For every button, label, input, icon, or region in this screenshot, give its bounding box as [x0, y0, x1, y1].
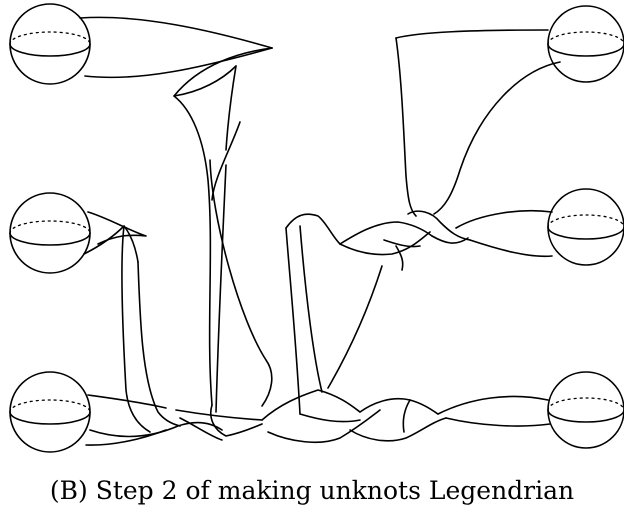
- knot-strand-middle-u: [285, 213, 383, 415]
- legendrian-unknot-diagram: [9, 3, 624, 453]
- knot-strand-right-middle: [339, 209, 553, 271]
- sphere-left-bottom: [9, 371, 91, 453]
- knot-strand-top-left-band: [79, 16, 273, 413]
- knot-strand-left-middle: [83, 211, 181, 433]
- caption-text: Step 2 of making unknots Legendrian: [95, 476, 575, 505]
- knot-strand-bottom-left: [85, 394, 263, 446]
- sphere-right-top: [547, 5, 624, 83]
- figure-caption: (B) Step 2 of making unknots Legendrian: [0, 476, 624, 505]
- sphere-right-middle: [547, 188, 624, 266]
- knot-strand-right-upper: [395, 29, 561, 217]
- caption-label: (B): [49, 476, 88, 505]
- knot-strand-bottom-chain: [261, 389, 551, 444]
- sphere-right-bottom: [547, 371, 624, 449]
- sphere-left-middle: [9, 192, 91, 274]
- sphere-left-top: [9, 3, 91, 85]
